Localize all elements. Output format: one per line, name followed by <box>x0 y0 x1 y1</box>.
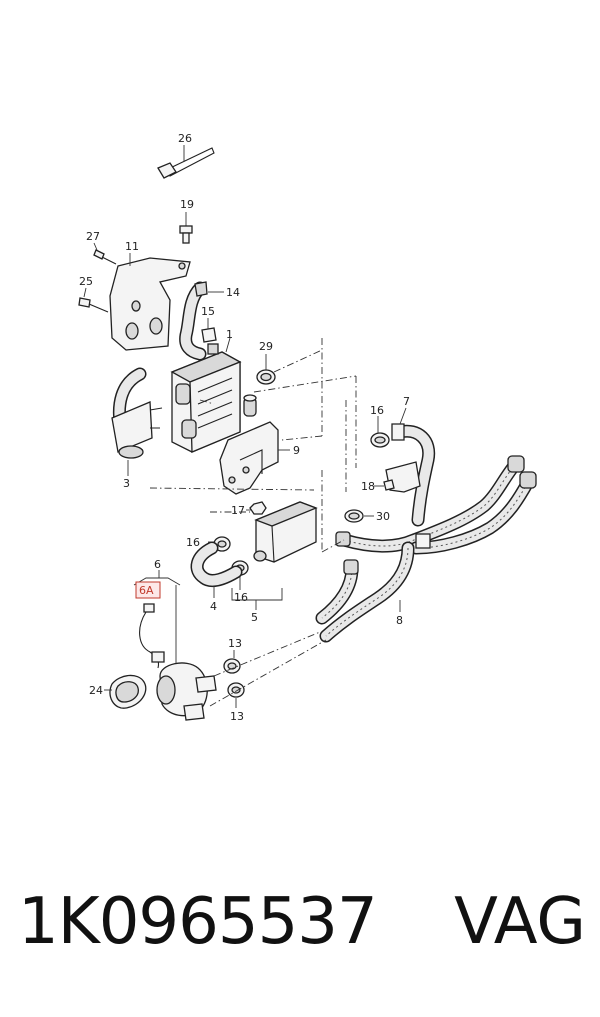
cable-tie-26 <box>157 145 215 179</box>
label-26: 26 <box>178 132 192 145</box>
part-number: 1K0965537 <box>18 885 378 959</box>
label-24: 24 <box>89 684 103 697</box>
clip-15 <box>201 318 217 343</box>
label-6: 6 <box>154 558 161 571</box>
bracket-9 <box>219 421 290 495</box>
label-8: 8 <box>396 614 403 627</box>
label-25: 25 <box>79 275 93 288</box>
label-17: 17 <box>231 504 245 517</box>
label-30: 30 <box>376 510 390 523</box>
brand-name: VAG <box>454 885 586 959</box>
hose-7 <box>385 407 436 527</box>
bolt-27 <box>93 242 117 265</box>
label-4: 4 <box>210 600 217 613</box>
label-15: 15 <box>201 305 215 318</box>
clamp-13-upper <box>223 650 241 674</box>
bolt-25 <box>78 287 109 313</box>
wiring-harness-6A <box>135 581 165 669</box>
label-27: 27 <box>86 230 100 243</box>
label-3: 3 <box>123 477 130 490</box>
pump-6 <box>133 570 217 721</box>
label-11: 11 <box>125 240 139 253</box>
pump-holder-24 <box>104 674 147 709</box>
label-18: 18 <box>361 480 375 493</box>
label-29: 29 <box>259 340 273 353</box>
label-14: 14 <box>226 286 240 299</box>
bolt-18 <box>374 479 395 491</box>
label-16c: 16 <box>234 591 248 604</box>
exhaust-pipe-3 <box>111 367 163 476</box>
alignment-lines <box>149 338 357 707</box>
exploded-parts-diagram: 26 19 27 25 11 14 15 <box>78 132 537 723</box>
bolt-19 <box>179 212 193 244</box>
label-5: 5 <box>251 611 258 624</box>
clamp-13-lower <box>227 682 245 708</box>
heat-exchanger-5 <box>231 501 318 610</box>
label-19: 19 <box>180 198 194 211</box>
label-6A: 6A <box>139 584 154 597</box>
hose-4 <box>190 541 243 598</box>
label-16a: 16 <box>370 404 384 417</box>
hose-14 <box>179 281 224 361</box>
label-7: 7 <box>403 395 410 408</box>
label-16b: 16 <box>186 536 200 549</box>
nut-17 <box>246 501 267 515</box>
label-13a: 13 <box>228 637 242 650</box>
bracket-11 <box>109 253 191 351</box>
clamp-29 <box>256 349 323 385</box>
heater-connector <box>243 394 257 417</box>
label-13b: 13 <box>230 710 244 723</box>
clamp-30 <box>344 509 374 523</box>
label-1: 1 <box>226 328 233 341</box>
hose-assembly-8 <box>315 455 537 643</box>
label-9: 9 <box>293 444 300 457</box>
clamp-16-top <box>370 416 390 448</box>
